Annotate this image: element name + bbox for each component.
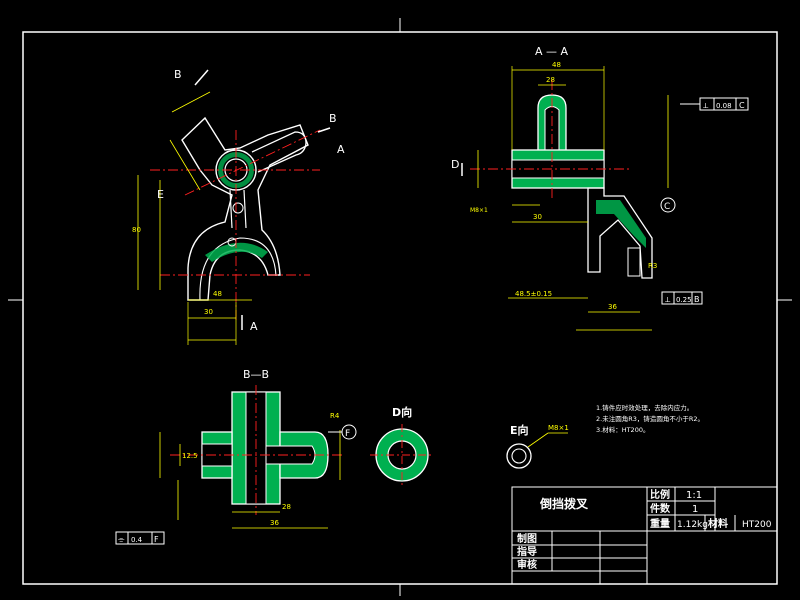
front-dim-text-1: 48 [213, 290, 222, 298]
cut-label-b-top: B [174, 68, 182, 81]
view-d: D向 [370, 405, 434, 486]
section-aa-title: A — A [535, 45, 569, 58]
title-weight-label: 重量 [650, 517, 670, 530]
svg-text:C: C [664, 202, 670, 212]
title-weight-value: 1.12kg [677, 520, 708, 530]
aa-vertical-bore [544, 106, 560, 161]
title-review-label: 审核 [517, 558, 537, 571]
perpendicularity-frame: ⟂ 0.25 B [661, 291, 703, 305]
bb-dim-text-3: 36 [270, 519, 279, 527]
bb-right-bore [265, 445, 316, 465]
front-dim-text-3: 80 [132, 226, 141, 234]
rib-right [243, 189, 247, 229]
arm-boss [251, 131, 307, 173]
aa-fork-leg [587, 187, 653, 279]
view-e-leader [527, 432, 549, 448]
aa-dim-text-bottom2: 36 [608, 303, 617, 311]
title-material-label: 材料 [708, 517, 728, 530]
svg-text:B: B [694, 295, 700, 304]
title-block [511, 486, 778, 585]
svg-text:0.25: 0.25 [676, 296, 692, 304]
front-dim-diag [171, 91, 211, 113]
section-aa-view: A — A 48 28 48.5±0.15 36 30 R3 M8×1 [451, 45, 749, 331]
bb-dim-text-1: 12.5 [182, 452, 198, 460]
bb-dim-text-2: 28 [282, 503, 291, 511]
aa-fork-slot [627, 247, 641, 277]
svg-text:⟂: ⟂ [665, 295, 671, 304]
geo-tolerance-frame: ⟂ 0.08 C [680, 97, 749, 111]
bb-dim-text-r4: R4 [330, 412, 340, 420]
title-drawn-label: 制图 [517, 532, 537, 545]
flatness-frame: ⌯ 0.4 F [115, 531, 165, 545]
svg-text:F: F [345, 429, 350, 439]
cut-b-line [194, 69, 209, 86]
rib-left [229, 189, 233, 229]
view-e-outer [506, 443, 532, 469]
aa-dim-text-m8: M8×1 [470, 207, 488, 214]
technical-notes: 1.铸件应时效处理，去除内应力。 2.未注圆角R3，铸造圆角不小于R2。 3.材… [596, 403, 704, 434]
cut-label-a-right: A [337, 143, 345, 156]
aa-fork-hatch [596, 200, 646, 248]
front-view: B B A A E 48 30 80 [132, 68, 345, 345]
rib-hole [232, 202, 244, 214]
view-e-title: E向 [510, 423, 529, 437]
svg-text:⟂: ⟂ [703, 101, 709, 110]
note-1: 1.铸件应时效处理，去除内应力。 [596, 403, 693, 412]
cut-label-d: D [451, 158, 459, 171]
title-guide-label: 指导 [517, 545, 537, 558]
cut-label-e: E [157, 188, 164, 201]
svg-text:0.08: 0.08 [716, 102, 732, 110]
title-scale-label: 比例 [650, 488, 670, 501]
aa-dim-text-r3: R3 [648, 262, 657, 270]
view-e-thread-text: M8×1 [548, 424, 569, 432]
title-part-name: 倒挡拨叉 [539, 496, 589, 511]
datum-f-symbol: F [328, 424, 357, 440]
note-3: 3.材料：HT200。 [596, 425, 649, 434]
svg-text:F: F [154, 535, 159, 544]
view-d-title: D向 [392, 405, 412, 419]
aa-dim-text-mid: 30 [533, 213, 542, 221]
aa-dim-text-bottom: 48.5±0.15 [515, 290, 552, 298]
front-centerline-diag [184, 129, 321, 196]
title-count-value: 1 [692, 504, 698, 515]
title-material-value: HT200 [742, 520, 772, 530]
section-bb-view: B—B 12.5 28 36 R4 F [115, 368, 357, 545]
view-e-inner [511, 448, 527, 464]
svg-text:⌯: ⌯ [118, 535, 125, 544]
front-dim-text-2: 30 [204, 308, 213, 316]
datum-c-symbol: C [660, 197, 676, 213]
title-scale-value: 1:1 [686, 490, 702, 501]
front-dim-diag2 [169, 139, 201, 191]
cut-b2-line [317, 127, 331, 133]
note-2: 2.未注圆角R3，铸造圆角不小于R2。 [596, 414, 704, 423]
aa-dim-text-top2: 28 [546, 76, 555, 84]
fork-inner-arc [199, 237, 277, 301]
hatch-band [205, 242, 268, 262]
aa-dim-text-top: 48 [552, 61, 561, 69]
title-count-label: 件数 [650, 502, 671, 515]
svg-text:0.4: 0.4 [131, 536, 143, 544]
section-bb-title: B—B [243, 368, 269, 381]
cut-label-a-bottom: A [250, 320, 258, 333]
view-e: E向 M8×1 [506, 423, 569, 469]
svg-text:C: C [739, 101, 745, 110]
cut-label-b-right: B [329, 112, 337, 125]
